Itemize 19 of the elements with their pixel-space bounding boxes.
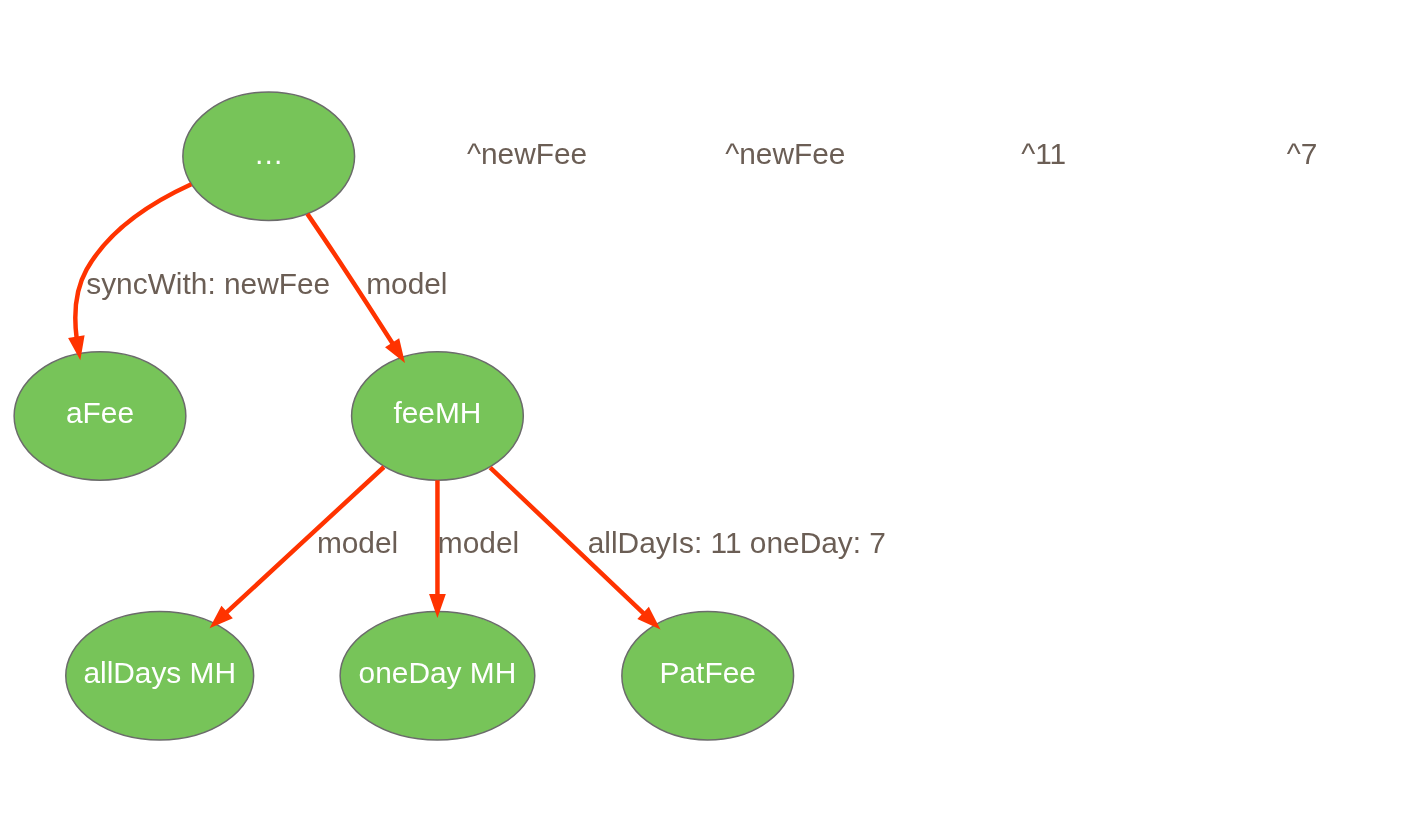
node-ellipse: feeMH [350,351,525,481]
arrow [305,212,405,363]
arrow [68,182,193,361]
arrow [488,466,661,630]
edge-label: syncWith: newFee [86,266,331,300]
node-ellipse: oneDay MH [339,610,536,741]
node-ellipse: allDays MH [65,610,255,741]
edge-label: model [316,526,399,560]
node-ellipse: aFee [13,351,187,481]
arrow [429,480,446,619]
label: ^newFee [725,136,846,170]
edge-label: model [366,266,448,300]
node-ellipse: … [182,91,356,222]
label: ^11 [1021,136,1067,170]
edge-label: allDayIs: 11 oneDay: 7 [587,526,886,560]
arrow [209,465,386,629]
label: ^7 [1286,136,1318,170]
label: ^newFee [466,136,588,170]
node-ellipse: PatFee [621,610,795,741]
